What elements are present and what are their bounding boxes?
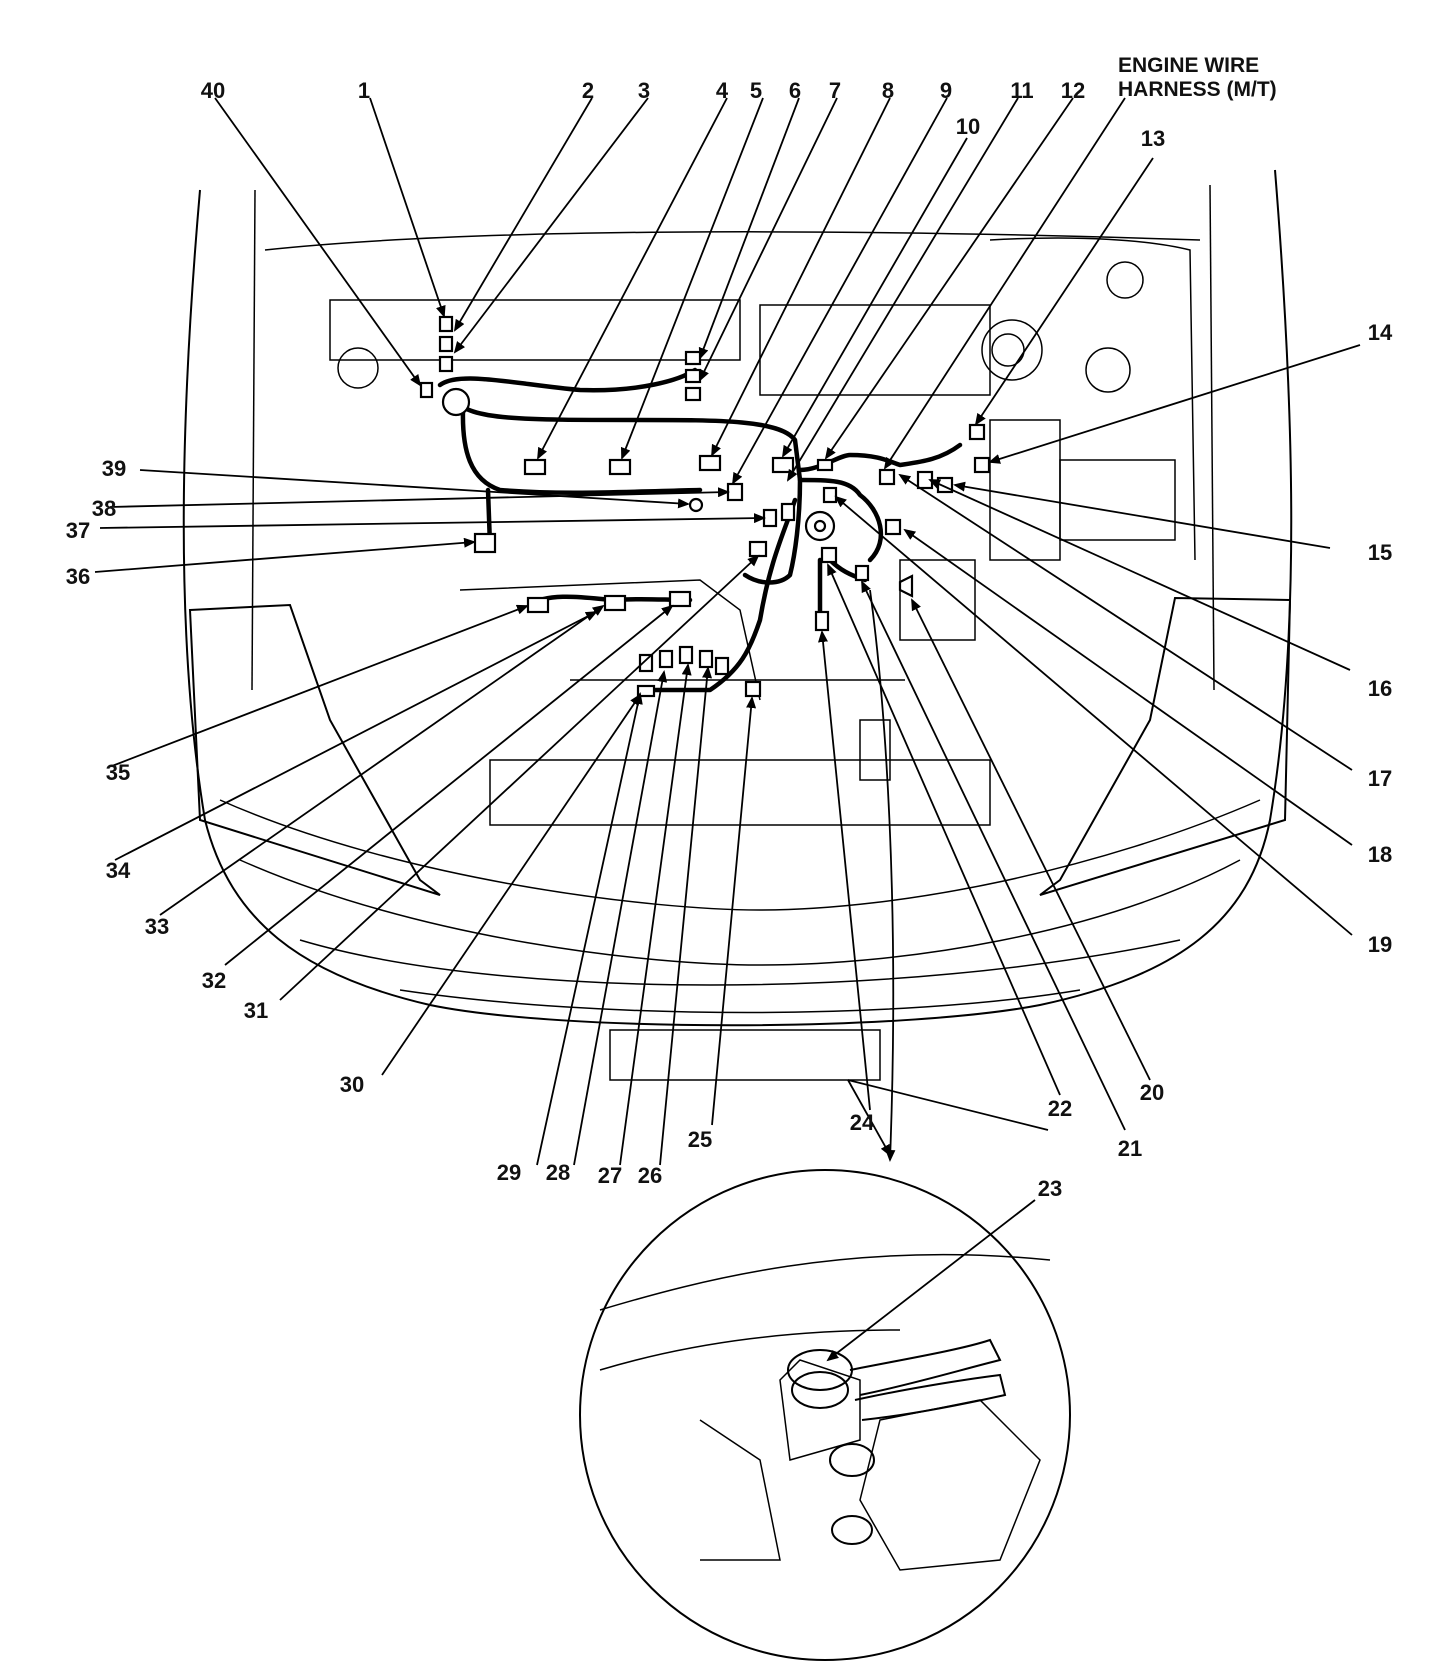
callout-39: 39 bbox=[102, 456, 126, 481]
callout-8: 8 bbox=[882, 78, 894, 103]
callout-34: 34 bbox=[106, 858, 131, 883]
callout-38: 38 bbox=[92, 496, 116, 521]
callout-1: 1 bbox=[358, 78, 370, 103]
callout-6: 6 bbox=[789, 78, 801, 103]
callout-14: 14 bbox=[1368, 320, 1393, 345]
callout-26: 26 bbox=[638, 1163, 662, 1188]
callout-33: 33 bbox=[145, 914, 169, 939]
callout-2: 2 bbox=[582, 78, 594, 103]
callout-18: 18 bbox=[1368, 842, 1392, 867]
callout-19: 19 bbox=[1368, 932, 1392, 957]
wire-harness bbox=[437, 367, 963, 693]
callout-27: 27 bbox=[598, 1163, 622, 1188]
callout-4: 4 bbox=[716, 78, 729, 103]
harness-connectors bbox=[419, 315, 991, 698]
callout-15: 15 bbox=[1368, 540, 1392, 565]
callout-35: 35 bbox=[106, 760, 130, 785]
callout-29: 29 bbox=[497, 1160, 521, 1185]
callout-7: 7 bbox=[829, 78, 841, 103]
callout-25: 25 bbox=[688, 1127, 712, 1152]
callout-5: 5 bbox=[750, 78, 762, 103]
title-line-2: HARNESS (M/T) bbox=[1118, 78, 1277, 101]
callout-16: 16 bbox=[1368, 676, 1392, 701]
callout-9: 9 bbox=[940, 78, 952, 103]
callout-37: 37 bbox=[66, 518, 90, 543]
callout-40: 40 bbox=[201, 78, 225, 103]
detail-view-ground-terminal bbox=[579, 1169, 1071, 1661]
callout-numbers: 40 1 2 3 4 5 6 7 8 9 10 11 12 13 14 15 1… bbox=[66, 78, 1393, 1201]
callout-28: 28 bbox=[546, 1160, 570, 1185]
callout-22: 22 bbox=[1048, 1096, 1072, 1121]
callout-23: 23 bbox=[1038, 1176, 1062, 1201]
callout-13: 13 bbox=[1141, 126, 1165, 151]
title-line-1: ENGINE WIRE bbox=[1118, 54, 1259, 77]
callout-11: 11 bbox=[1010, 78, 1033, 103]
car-body-outline bbox=[182, 169, 1293, 1081]
diagram-title: ENGINE WIRE HARNESS (M/T) bbox=[1118, 54, 1277, 101]
callout-10: 10 bbox=[956, 114, 980, 139]
callout-21: 21 bbox=[1118, 1136, 1142, 1161]
callout-leaders bbox=[94, 97, 1361, 1362]
callout-17: 17 bbox=[1368, 766, 1392, 791]
callout-12: 12 bbox=[1061, 78, 1085, 103]
callout-36: 36 bbox=[66, 564, 90, 589]
callout-20: 20 bbox=[1140, 1080, 1164, 1105]
callout-31: 31 bbox=[244, 998, 268, 1023]
callout-24: 24 bbox=[850, 1110, 875, 1135]
callout-32: 32 bbox=[202, 968, 226, 993]
callout-30: 30 bbox=[340, 1072, 364, 1097]
callout-3: 3 bbox=[638, 78, 650, 103]
